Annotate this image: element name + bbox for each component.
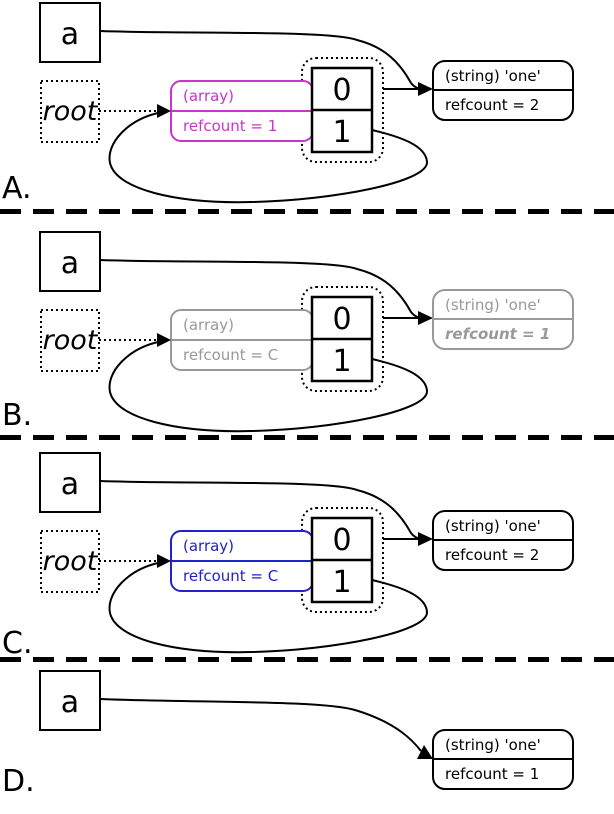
string-zval: (string) 'one' refcount = 2: [432, 510, 574, 571]
root-label: root: [43, 546, 99, 577]
string-arrowhead: [417, 745, 433, 759]
string-zval: (string) 'one' refcount = 2: [432, 60, 574, 121]
array-refcount-label: refcount = C: [183, 346, 278, 364]
array-zval: (array) refcount = C: [170, 530, 314, 592]
array-type-label: (array): [183, 537, 234, 555]
array-arrowhead: [157, 104, 171, 118]
string-type-label: (string) 'one': [445, 67, 541, 85]
var-box: [39, 2, 101, 63]
var-label: a: [61, 685, 79, 720]
cycle-loop-line: [108, 562, 429, 654]
var-pointer-line: [99, 480, 426, 540]
cell-0: 0: [332, 73, 351, 108]
panel-label: B.: [2, 398, 32, 433]
string-type-label: (string) 'one': [445, 517, 541, 535]
array-zval: (array) refcount = 1: [170, 80, 314, 142]
array-refcount-label: refcount = C: [183, 567, 278, 585]
panel-divider: [0, 209, 614, 214]
array-type-label: (array): [183, 316, 234, 334]
var-box: [39, 231, 101, 292]
panel-label: D.: [2, 764, 35, 799]
panel-label: A.: [2, 171, 32, 206]
array-arrowhead: [157, 554, 171, 568]
string-arrowhead: [418, 532, 433, 546]
cycle-loop-line: [108, 341, 429, 433]
root-label: root: [43, 325, 99, 356]
string-zval: (string) 'one' refcount = 1: [432, 289, 574, 350]
panel-a: a root (array) refcount = 1 0 1 (string)…: [2, 2, 574, 206]
cell-0: 0: [332, 302, 351, 337]
var-label: a: [61, 17, 79, 52]
string-type-label: (string) 'one': [445, 296, 541, 314]
string-arrowhead: [418, 311, 433, 325]
string-refcount-label: refcount = 2: [445, 546, 539, 564]
array-arrowhead: [157, 333, 171, 347]
string-refcount-label: refcount = 2: [445, 96, 539, 114]
panel-divider: [0, 435, 614, 440]
cell-1: 1: [332, 115, 351, 150]
cell-1: 1: [332, 344, 351, 379]
panel-label: C.: [2, 626, 32, 659]
panel-d: a (string) 'one' refcount = 1 D.: [2, 670, 574, 799]
var-box: [39, 452, 101, 513]
panel-c: a root (array) refcount = C 0 1 (string)…: [2, 452, 574, 659]
var-pointer-line: [99, 259, 426, 319]
array-refcount-label: refcount = 1: [183, 117, 277, 135]
panel-b: a root (array) refcount = C 0 1 (string)…: [2, 231, 574, 433]
string-zval: (string) 'one' refcount = 1: [432, 729, 574, 790]
root-label: root: [43, 96, 99, 127]
string-refcount-label: refcount = 1: [445, 765, 539, 783]
string-arrowhead: [418, 82, 433, 96]
var-label: a: [61, 467, 79, 502]
var-pointer-line: [99, 30, 426, 90]
panel-divider: [0, 657, 614, 662]
index-table: 0 1: [310, 295, 374, 383]
var-label: a: [61, 246, 79, 281]
cell-1: 1: [332, 565, 351, 600]
array-type-label: (array): [183, 87, 234, 105]
var-box: [39, 670, 101, 731]
var-pointer-line: [99, 698, 422, 752]
string-refcount-label: refcount = 1: [445, 325, 550, 343]
string-type-label: (string) 'one': [445, 736, 541, 754]
cell-0: 0: [332, 523, 351, 558]
cycle-loop-line: [108, 112, 429, 204]
index-table: 0 1: [310, 516, 374, 604]
array-zval: (array) refcount = C: [170, 309, 314, 371]
index-table: 0 1: [310, 66, 374, 154]
